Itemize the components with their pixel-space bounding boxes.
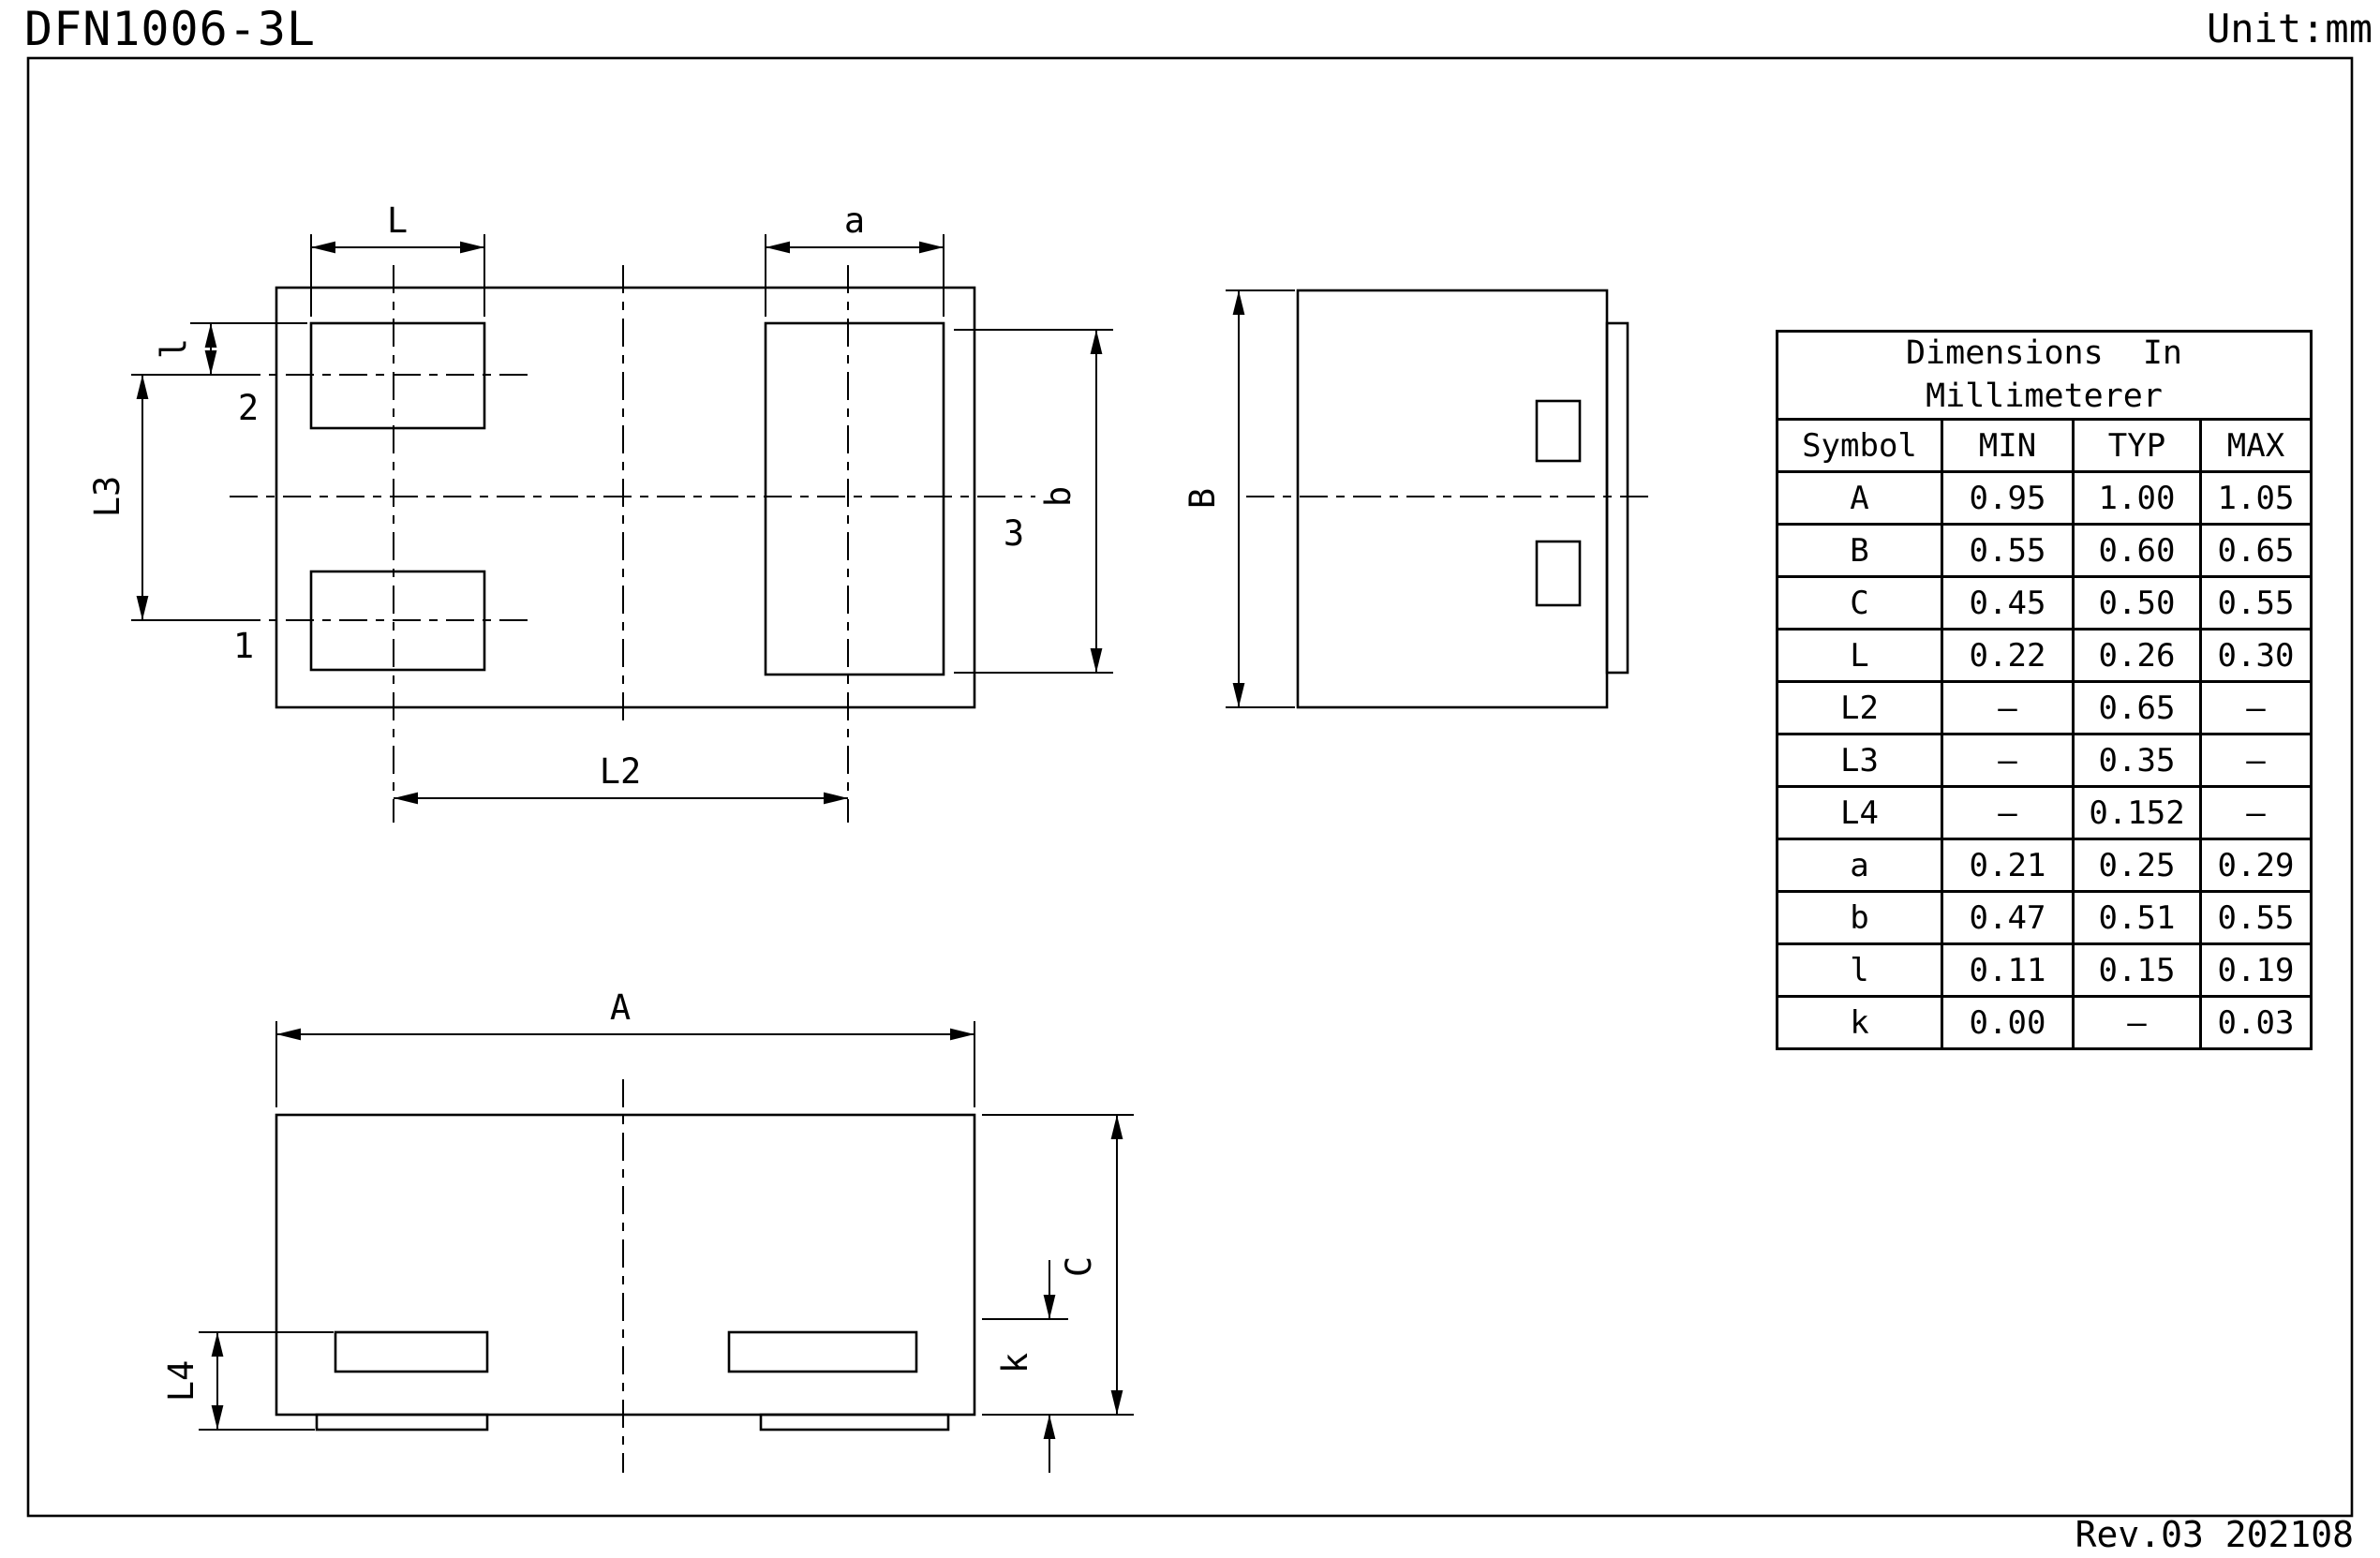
table-cell: 0.55 bbox=[1941, 523, 2075, 578]
bottom-view-body bbox=[275, 1113, 976, 1417]
table-cell: – bbox=[1941, 785, 2075, 840]
table-title: Dimensions In Millimeterer bbox=[1776, 330, 2313, 421]
dim-label-C: C bbox=[1059, 1256, 1099, 1277]
dimensions-table: Dimensions In Millimeterer Symbol MIN TY… bbox=[1776, 330, 2313, 1050]
dim-label-L4: L4 bbox=[161, 1360, 201, 1402]
table-cell: L bbox=[1776, 628, 1943, 683]
pad-pin3 bbox=[764, 321, 945, 676]
bottom-pad bbox=[727, 1330, 918, 1373]
table-header-row: Symbol MIN TYP MAX bbox=[1776, 418, 2313, 473]
table-cell: 0.65 bbox=[2072, 680, 2202, 735]
table-cell: 0.00 bbox=[1941, 995, 2075, 1050]
table-row: C 0.45 0.50 0.55 bbox=[1776, 575, 2313, 631]
table-cell: 0.65 bbox=[2199, 523, 2313, 578]
table-cell: 0.15 bbox=[2072, 942, 2202, 998]
table-cell: L4 bbox=[1776, 785, 1943, 840]
table-cell: 0.26 bbox=[2072, 628, 2202, 683]
table-cell: 0.152 bbox=[2072, 785, 2202, 840]
table-cell: 1.00 bbox=[2072, 470, 2202, 526]
dim-label-k: k bbox=[995, 1353, 1035, 1373]
table-cell: 0.60 bbox=[2072, 523, 2202, 578]
table-cell: – bbox=[2199, 680, 2313, 735]
table-cell: 0.35 bbox=[2072, 733, 2202, 788]
top-view: L a l L3 2 1 3 L2 b bbox=[87, 200, 1113, 823]
table-cell: 0.29 bbox=[2199, 838, 2313, 893]
table-cell: 0.25 bbox=[2072, 838, 2202, 893]
pin-number-3: 3 bbox=[1004, 513, 1024, 554]
table-row: l 0.11 0.15 0.19 bbox=[1776, 942, 2313, 998]
table-cell: 0.95 bbox=[1941, 470, 2075, 526]
sheet-border bbox=[26, 56, 2354, 1518]
table-cell: – bbox=[1941, 680, 2075, 735]
column-header-typ: TYP bbox=[2072, 418, 2202, 473]
table-row: B 0.55 0.60 0.65 bbox=[1776, 523, 2313, 578]
table-cell: L2 bbox=[1776, 680, 1943, 735]
table-cell: 0.30 bbox=[2199, 628, 2313, 683]
side-view-lead-strip bbox=[1605, 321, 1629, 675]
table-cell: 0.21 bbox=[1941, 838, 2075, 893]
table-row: b 0.47 0.51 0.55 bbox=[1776, 890, 2313, 945]
table-cell: 0.51 bbox=[2072, 890, 2202, 945]
page-title: DFN1006-3L bbox=[24, 2, 317, 56]
table-cell: 0.11 bbox=[1941, 942, 2075, 998]
table-cell: b bbox=[1776, 890, 1943, 945]
pin-number-1: 1 bbox=[233, 626, 254, 666]
table-cell: k bbox=[1776, 995, 1943, 1050]
table-cell: – bbox=[2199, 733, 2313, 788]
bottom-pad bbox=[334, 1330, 489, 1373]
dim-label-A: A bbox=[610, 987, 631, 1028]
table-cell: 0.03 bbox=[2199, 995, 2313, 1050]
table-row: k 0.00 – 0.03 bbox=[1776, 995, 2313, 1050]
table-cell: 1.05 bbox=[2199, 470, 2313, 526]
table-cell: 0.47 bbox=[1941, 890, 2075, 945]
side-view-body bbox=[1296, 289, 1609, 709]
table-row: A 0.95 1.00 1.05 bbox=[1776, 470, 2313, 526]
column-header-max: MAX bbox=[2199, 418, 2313, 473]
table-cell: a bbox=[1776, 838, 1943, 893]
table-cell: 0.55 bbox=[2199, 575, 2313, 631]
top-view-body bbox=[275, 286, 976, 709]
table-row: a 0.21 0.25 0.29 bbox=[1776, 838, 2313, 893]
table-cell: – bbox=[2072, 995, 2202, 1050]
table-cell: – bbox=[2199, 785, 2313, 840]
unit-label: Unit:mm bbox=[2206, 6, 2373, 52]
table-cell: 0.50 bbox=[2072, 575, 2202, 631]
table-cell: B bbox=[1776, 523, 1943, 578]
dim-label-L2: L2 bbox=[600, 751, 642, 792]
side-view-terminal bbox=[1535, 399, 1582, 463]
table-cell: 0.19 bbox=[2199, 942, 2313, 998]
dim-label-L: L bbox=[387, 200, 408, 241]
table-cell: l bbox=[1776, 942, 1943, 998]
lead-foot bbox=[315, 1413, 489, 1432]
dim-label-l: l bbox=[154, 338, 194, 359]
dim-label-b: b bbox=[1038, 486, 1078, 507]
column-header-symbol: Symbol bbox=[1776, 418, 1943, 473]
table-cell: A bbox=[1776, 470, 1943, 526]
table-cell: C bbox=[1776, 575, 1943, 631]
table-row: L4 – 0.152 – bbox=[1776, 785, 2313, 840]
revision-label: Rev.03 202108 bbox=[2075, 1514, 2354, 1555]
table-row: L2 – 0.65 – bbox=[1776, 680, 2313, 735]
lead-foot bbox=[759, 1413, 950, 1432]
table-row: L 0.22 0.26 0.30 bbox=[1776, 628, 2313, 683]
table-cell: – bbox=[1941, 733, 2075, 788]
pin-number-2: 2 bbox=[238, 388, 259, 428]
table-title-line1: Dimensions In bbox=[1905, 334, 2182, 372]
table-row: L3 – 0.35 – bbox=[1776, 733, 2313, 788]
dim-label-L3: L3 bbox=[87, 476, 127, 518]
table-title-line2: Millimeterer bbox=[1926, 377, 2163, 415]
dim-label-B: B bbox=[1183, 488, 1223, 509]
dim-label-a: a bbox=[844, 200, 865, 241]
table-cell: 0.55 bbox=[2199, 890, 2313, 945]
table-cell: 0.22 bbox=[1941, 628, 2075, 683]
side-view: B bbox=[1183, 289, 1657, 709]
side-view-terminal bbox=[1535, 540, 1582, 607]
table-cell: L3 bbox=[1776, 733, 1943, 788]
table-cell: 0.45 bbox=[1941, 575, 2075, 631]
bottom-view: A L4 k C bbox=[161, 987, 1134, 1473]
column-header-min: MIN bbox=[1941, 418, 2075, 473]
